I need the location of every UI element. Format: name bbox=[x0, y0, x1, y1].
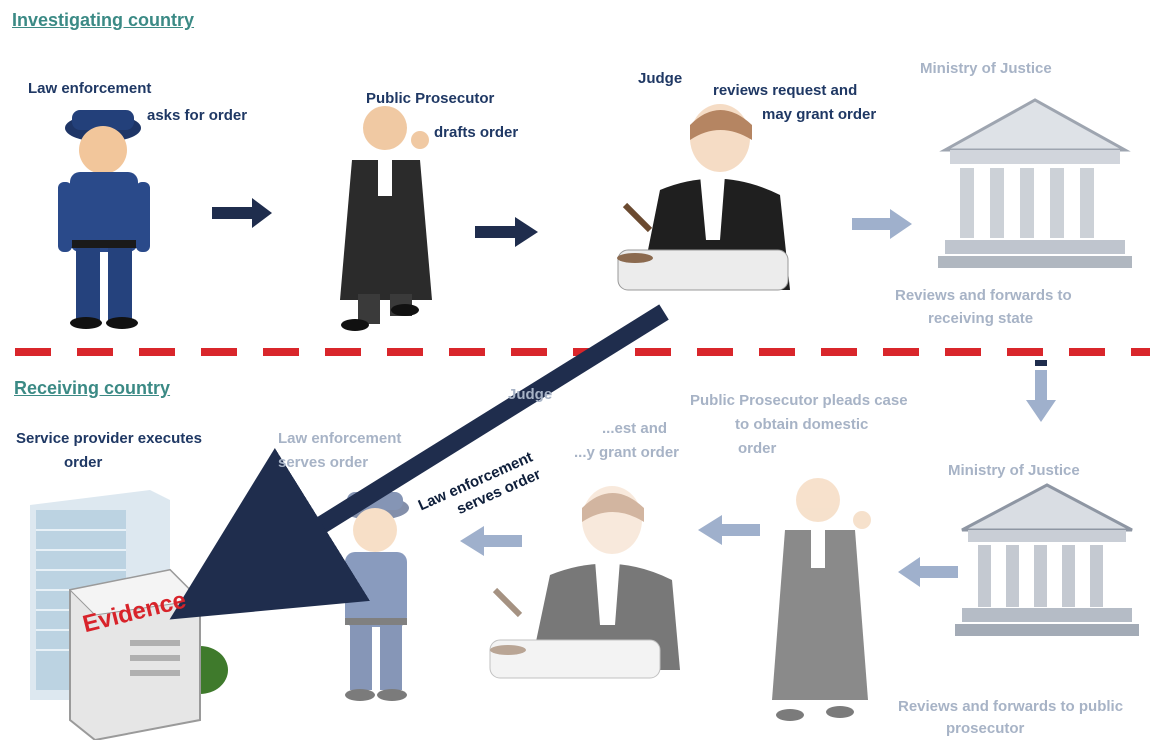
label-prosecutor-1: Public Prosecutor pleads case bbox=[690, 392, 908, 409]
arrow-b3-icon bbox=[460, 526, 522, 556]
label-public-prosecutor: Public Prosecutor bbox=[366, 90, 495, 107]
label-law-enf-faded-1: Law enforcement bbox=[278, 430, 402, 447]
label-law-enf-faded-2: serves order bbox=[278, 454, 369, 471]
prosecutor-bottom-icon bbox=[772, 478, 871, 721]
ministry-top-icon bbox=[938, 98, 1132, 268]
label-judge-faded-2: ...est and bbox=[602, 420, 668, 437]
judge-bottom-icon bbox=[489, 486, 680, 679]
ministry-bottom-icon bbox=[955, 483, 1139, 636]
label-prosecutor-3: order bbox=[738, 440, 777, 457]
label-may-grant-order: may grant order bbox=[762, 106, 877, 123]
top-arrows bbox=[212, 198, 912, 247]
police-officer-bottom-icon bbox=[341, 492, 409, 701]
diagonal-arrow-icon bbox=[169, 304, 669, 620]
server-evidence-icon bbox=[30, 490, 228, 740]
label-reviews-forwards-top-2: receiving state bbox=[928, 310, 1034, 327]
label-asks-for-order: asks for order bbox=[147, 107, 248, 124]
arrow-1-icon bbox=[212, 198, 272, 228]
label-ministry-bottom: Ministry of Justice bbox=[948, 462, 1080, 479]
label-ministry-top: Ministry of Justice bbox=[920, 60, 1052, 77]
arrow-b1-icon bbox=[898, 557, 958, 587]
arrow-b2-icon bbox=[698, 515, 760, 545]
label-reviews-request: reviews request and bbox=[713, 82, 858, 99]
label-reviews-forwards-top-1: Reviews and forwards to bbox=[895, 287, 1072, 304]
arrow-3-icon bbox=[852, 209, 912, 239]
police-officer-top-icon bbox=[58, 110, 150, 329]
down-arrow-icon bbox=[1026, 370, 1056, 422]
prosecutor-top-icon bbox=[340, 106, 432, 331]
label-service-provider-1: Service provider executes bbox=[16, 430, 202, 447]
label-judge-faded-3: ...y grant order bbox=[574, 444, 680, 461]
label-law-enforcement: Law enforcement bbox=[28, 80, 152, 97]
label-reviews-forwards-bottom-2: prosecutor bbox=[946, 720, 1025, 737]
label-reviews-forwards-bottom-1: Reviews and forwards to public bbox=[898, 698, 1124, 715]
arrow-2-icon bbox=[475, 217, 538, 247]
label-judge-faded-1: Judge bbox=[508, 386, 553, 403]
judge-top-icon bbox=[617, 104, 790, 291]
label-drafts-order: drafts order bbox=[434, 124, 519, 141]
heading-investigating: Investigating country bbox=[12, 10, 195, 30]
label-service-provider-2: order bbox=[64, 454, 103, 471]
label-judge: Judge bbox=[638, 70, 683, 87]
label-prosecutor-2: to obtain domestic bbox=[735, 416, 869, 433]
heading-receiving: Receiving country bbox=[14, 378, 171, 398]
